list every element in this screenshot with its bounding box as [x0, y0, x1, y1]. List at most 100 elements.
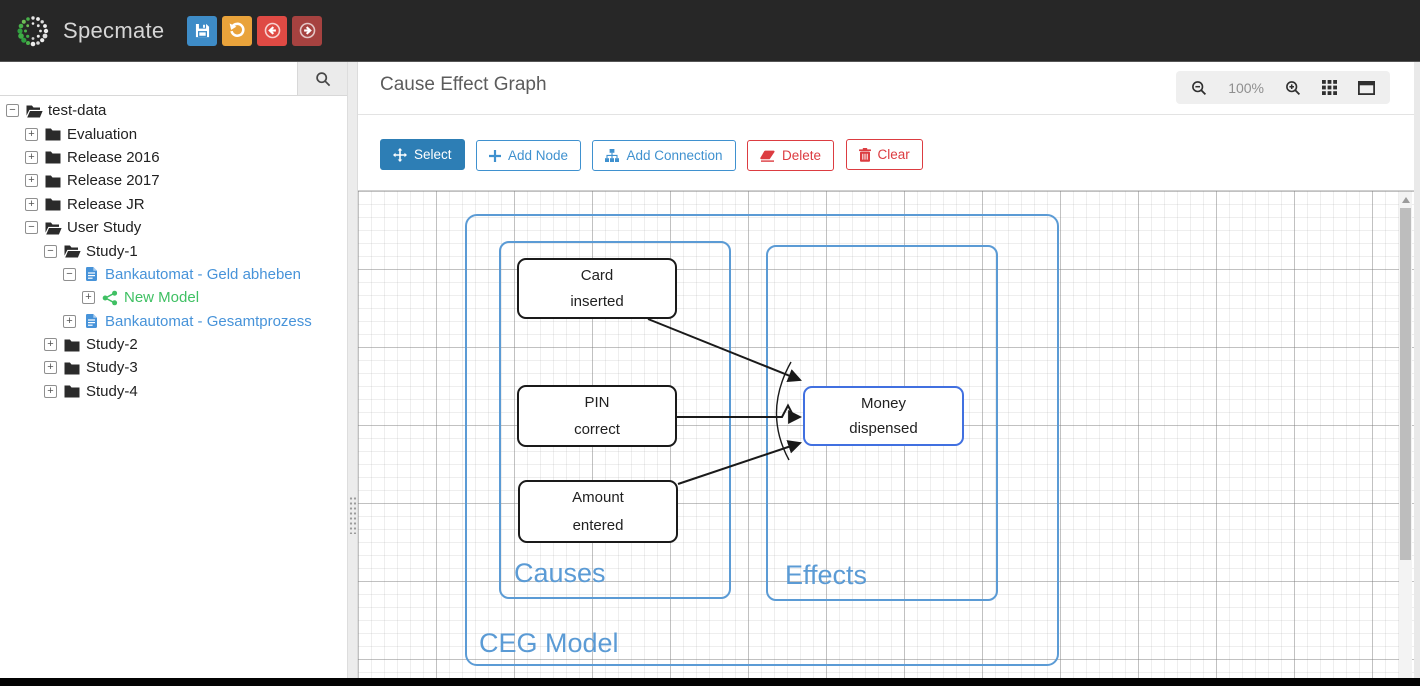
zoom-out-button[interactable]	[1191, 80, 1207, 96]
expand-icon[interactable]: +	[25, 150, 38, 164]
tree-item[interactable]: + Study-2	[0, 333, 347, 356]
select-tool-button[interactable]: Select	[380, 139, 465, 170]
sidebar-resize-handle[interactable]	[348, 62, 358, 678]
causes-label: Causes	[514, 558, 606, 588]
tree-item-label[interactable]: Release 2016	[67, 148, 160, 166]
select-tool-label: Select	[414, 147, 452, 162]
search-bar	[0, 62, 347, 96]
eraser-icon	[760, 150, 775, 162]
file-icon	[82, 313, 100, 329]
folder-icon	[44, 174, 62, 188]
tree-item[interactable]: + Release 2016	[0, 146, 347, 169]
expand-icon[interactable]: +	[44, 338, 57, 352]
node-amount-entered[interactable]: Amount entered	[518, 480, 678, 543]
tree-item[interactable]: − Bankautomat - Geld abheben	[0, 263, 347, 286]
tree-item-label[interactable]: User Study	[67, 219, 142, 237]
grid-toggle-button[interactable]	[1322, 80, 1337, 95]
undo-button[interactable]	[222, 15, 253, 46]
zoom-in-button[interactable]	[1285, 80, 1301, 96]
clear-button[interactable]: Clear	[845, 139, 923, 170]
expand-icon[interactable]: +	[44, 361, 57, 375]
delete-button[interactable]: Delete	[747, 140, 835, 171]
expand-icon[interactable]: +	[25, 127, 38, 141]
scrollbar-thumb[interactable]	[1400, 208, 1411, 560]
expand-icon[interactable]: +	[63, 314, 76, 328]
tree-item-label[interactable]: Release 2017	[67, 172, 160, 190]
file-tree: − test-data + Evaluation + Release 2016 + Relea…	[0, 96, 347, 403]
collapse-icon[interactable]: −	[44, 244, 57, 258]
collapse-icon[interactable]: −	[63, 267, 76, 281]
collapse-icon[interactable]: −	[25, 221, 38, 235]
navigate-forward-button[interactable]	[292, 15, 323, 46]
tree-item[interactable]: − test-data	[0, 99, 347, 122]
zoom-level: 100%	[1228, 79, 1264, 96]
graph-canvas[interactable]: CEG Model Causes Effects Card inserted P…	[358, 190, 1414, 678]
tree-item[interactable]: + Bankautomat - Gesamtprozess	[0, 310, 347, 333]
scroll-up-icon[interactable]	[1401, 197, 1410, 203]
file-icon	[82, 266, 100, 282]
tree-item[interactable]: + Release 2017	[0, 169, 347, 192]
node-label-line1: Amount	[572, 489, 624, 506]
project-explorer: − test-data + Evaluation + Release 2016 + Relea…	[0, 62, 348, 678]
ceg-model-label: CEG Model	[479, 628, 619, 658]
folder-icon	[44, 127, 62, 141]
tree-item[interactable]: + Release JR	[0, 193, 347, 216]
undo-icon	[229, 22, 246, 39]
expand-icon[interactable]: +	[25, 197, 38, 211]
node-label-line1: Card	[580, 267, 614, 284]
tree-item-label[interactable]: New Model	[124, 289, 200, 307]
specmate-logo-icon	[17, 15, 49, 46]
expand-icon[interactable]: +	[44, 384, 57, 398]
node-label-line1: PIN	[584, 394, 610, 411]
tree-item-label[interactable]: Release JR	[67, 195, 145, 213]
add-connection-button[interactable]: Add Connection	[592, 139, 736, 171]
search-input[interactable]	[0, 62, 297, 95]
tree-item-label[interactable]: Bankautomat - Gesamtprozess	[105, 312, 312, 330]
search-icon	[315, 71, 331, 87]
window-scrollbar-track[interactable]	[1414, 0, 1420, 686]
floppy-icon	[195, 23, 210, 38]
node-money-dispensed[interactable]: Money dispensed	[803, 386, 964, 446]
causes-container[interactable]: Causes	[499, 241, 731, 599]
tree-item-label[interactable]: Study-1	[86, 242, 138, 260]
tree-item[interactable]: − User Study	[0, 216, 347, 239]
tree-item[interactable]: − Study-1	[0, 239, 347, 262]
navigate-back-button[interactable]	[257, 15, 288, 46]
add-node-button[interactable]: Add Node	[475, 140, 582, 171]
node-label-line2: correct	[574, 421, 620, 438]
save-button[interactable]	[187, 15, 218, 46]
arrow-left-circle-icon	[264, 22, 281, 39]
add-node-label: Add Node	[507, 148, 569, 163]
search-button[interactable]	[297, 62, 347, 95]
tree-item[interactable]: + New Model	[0, 286, 347, 309]
tree-item[interactable]: + Study-3	[0, 356, 347, 379]
app-title: Specmate	[63, 17, 165, 43]
resize-grip-icon	[349, 496, 357, 534]
effects-container[interactable]: Effects	[766, 245, 998, 601]
share-icon	[101, 290, 119, 306]
tree-item-label[interactable]: test-data	[48, 102, 107, 120]
node-card-inserted[interactable]: Card inserted	[517, 258, 677, 319]
folder-icon	[44, 150, 62, 164]
node-label-line2: inserted	[570, 293, 624, 310]
canvas-vertical-scrollbar[interactable]	[1399, 192, 1412, 678]
tree-item-label[interactable]: Bankautomat - Geld abheben	[105, 265, 301, 283]
tree-item-label[interactable]: Study-4	[86, 382, 138, 400]
expand-icon[interactable]: +	[82, 291, 95, 305]
bottom-bar	[0, 678, 1420, 686]
expand-icon[interactable]: +	[25, 174, 38, 188]
folder-open-icon	[63, 244, 81, 258]
ceg-model-container[interactable]: CEG Model	[465, 214, 1059, 666]
tree-item[interactable]: + Study-4	[0, 380, 347, 403]
tree-item[interactable]: + Evaluation	[0, 122, 347, 145]
tree-item-label[interactable]: Study-2	[86, 336, 138, 354]
collapse-icon[interactable]: −	[6, 104, 19, 118]
editor-header: Cause Effect Graph 100%	[358, 62, 1414, 115]
tree-item-label[interactable]: Evaluation	[67, 125, 138, 143]
sitemap-icon	[605, 148, 620, 162]
tree-item-label[interactable]: Study-3	[86, 359, 138, 377]
editor-toolbar: Select Add Node Add Connection Delete Cl…	[358, 116, 1414, 190]
maximize-button[interactable]	[1358, 80, 1375, 95]
node-pin-correct[interactable]: PIN correct	[517, 385, 677, 447]
add-connection-label: Add Connection	[626, 147, 723, 163]
